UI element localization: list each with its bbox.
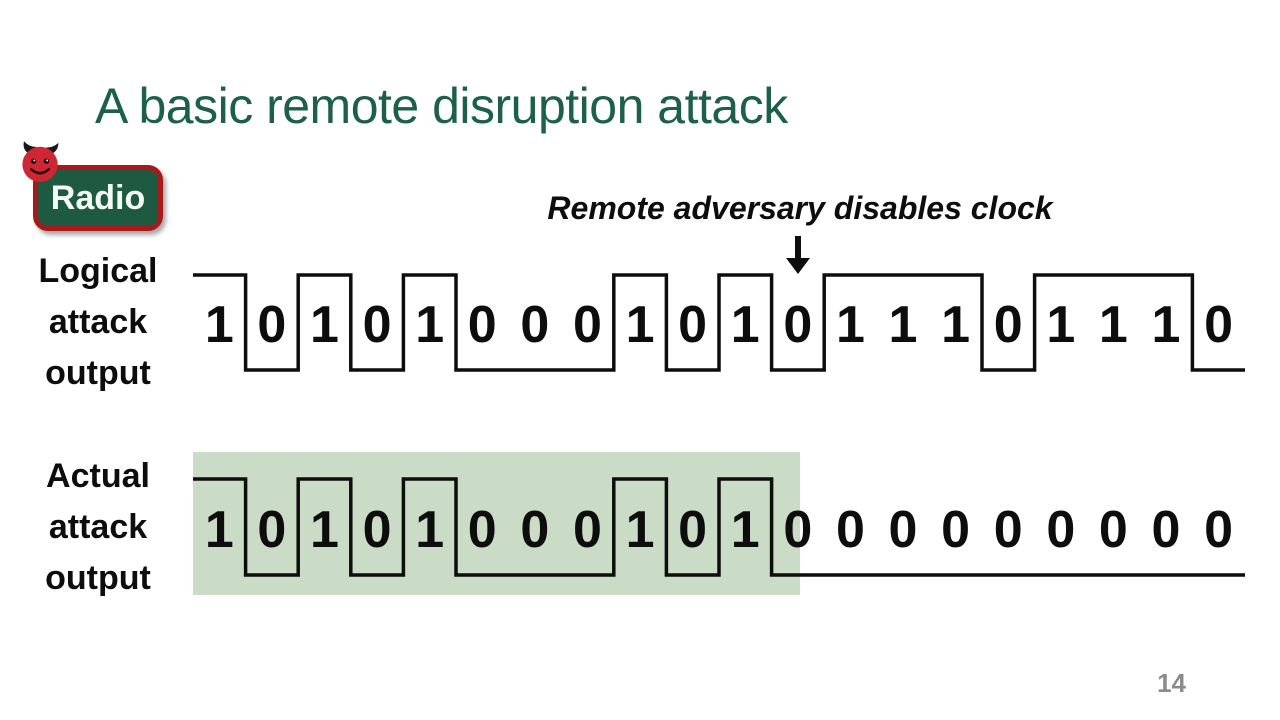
bit-value: 1 [310,296,339,354]
bit-value: 1 [888,296,918,354]
bit-value: 0 [678,501,708,559]
bit-value: 0 [993,501,1023,559]
actual-attack-output-label: Actual attack output [13,451,183,604]
bit-value: 1 [415,501,445,559]
row-label-line: output [45,354,151,392]
bit-value: 0 [362,501,392,559]
bit-value: 0 [520,501,550,559]
annotation-text: Remote adversary disables clock [547,190,1053,226]
bit-value: 1 [1098,296,1128,354]
page-number: 14 [1157,668,1186,698]
bit-value: 0 [257,296,287,354]
bit-value: 0 [941,501,971,559]
bit-value: 1 [625,296,655,354]
bit-value: 1 [730,501,760,559]
row-label-line: attack [48,508,148,546]
radio-badge-label: Radio [50,178,146,217]
bit-value: 1 [415,296,445,354]
bit-value: 1 [204,501,234,559]
radio-badge: Radio [33,165,163,231]
bit-value: 0 [1046,501,1076,559]
bit-value: 1 [730,296,760,354]
bit-value: 1 [835,296,865,354]
row-label-line: attack [48,303,148,341]
bit-value: 0 [783,296,813,354]
bit-value: 0 [467,296,497,354]
bit-value: 1 [1046,296,1076,354]
bit-value: 0 [572,296,602,354]
row-label-line: output [45,559,151,597]
bit-value: 0 [520,296,550,354]
bit-value: 0 [1204,296,1234,354]
row-label-line: Logical [38,252,158,290]
bit-value: 0 [1204,501,1234,559]
bit-value: 0 [783,501,813,559]
bit-value: 0 [678,296,708,354]
bit-value: 1 [310,501,339,559]
down-arrow-icon [785,236,810,274]
bit-value: 0 [888,501,918,559]
bit-value: 0 [835,501,865,559]
bit-value: 0 [467,501,497,559]
bit-value: 1 [625,501,655,559]
bit-value: 0 [362,296,392,354]
slide-title: A basic remote disruption attack [95,78,788,134]
logical-attack-output-label: Logical attack output [13,246,183,399]
bit-value: 0 [1151,501,1181,559]
bit-value: 1 [1151,296,1181,354]
devil-emoji-icon [16,140,64,184]
row-label-line: Actual [46,457,150,495]
bit-value: 0 [572,501,602,559]
bit-value: 0 [257,501,287,559]
bit-value: 0 [1098,501,1128,559]
bit-value: 0 [993,296,1023,354]
bit-value: 1 [204,296,234,354]
bit-value: 1 [941,296,971,354]
